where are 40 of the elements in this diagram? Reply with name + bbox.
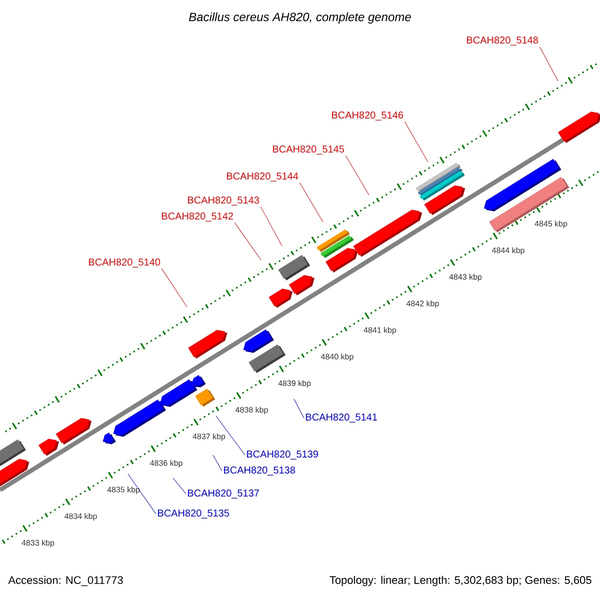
gene-label: BCAH820_5137 xyxy=(188,490,259,498)
gene-label: BCAH820_5135 xyxy=(158,510,230,518)
gene-label: BCAH820_5138 xyxy=(224,466,296,476)
scale-label: 4838 kbp xyxy=(235,406,268,414)
scale-label: 4845 kbp xyxy=(534,220,568,228)
scale-label: 4840 kbp xyxy=(320,354,354,362)
gene-label: BCAH820_5144 xyxy=(227,172,298,182)
leader-line xyxy=(345,155,370,196)
leader-line xyxy=(299,182,324,222)
gene-label: BCAH820_5143 xyxy=(188,196,260,206)
gene-label: BCAH820_5142 xyxy=(162,212,233,222)
leader-line xyxy=(161,268,188,308)
scale-label: 4841 kbp xyxy=(364,327,396,334)
gene-label: BCAH820_5146 xyxy=(332,112,404,120)
leader-line xyxy=(234,222,262,260)
gene-label: BCAH820_5145 xyxy=(273,146,344,154)
leader-line xyxy=(260,206,282,246)
leader-line xyxy=(216,416,246,456)
scale-label: 4836 kbp xyxy=(150,460,182,468)
title: Bacillus cereus AH820, complete genome xyxy=(188,12,411,24)
gene-label: BCAH820_5148 xyxy=(467,36,538,46)
gene-label: BCAH820_5141 xyxy=(306,414,377,422)
leader-line xyxy=(404,121,428,162)
footer-text: Topology: linear; Length: 5,302,683 bp; Genes: 5,605 xyxy=(330,576,592,586)
scale-label: 4837 kbp xyxy=(192,433,226,441)
scale-label: 4835 kbp xyxy=(107,486,140,494)
leader-line xyxy=(128,474,156,514)
leader-line xyxy=(212,454,222,472)
scale-label: 4843 kbp xyxy=(449,274,482,282)
footer-text: Accession: NC_011773 xyxy=(8,576,123,586)
leader-line xyxy=(294,398,304,418)
scale-label: 4844 kbp xyxy=(492,247,524,255)
gene-label: BCAH820_5140 xyxy=(89,258,160,268)
scale-label: 4842 kbp xyxy=(406,300,439,308)
scale-label: 4834 kbp xyxy=(64,513,97,521)
leader-line xyxy=(539,46,558,82)
scale-label: 4839 kbp xyxy=(278,380,311,388)
leader-line xyxy=(172,478,186,494)
gene-label: BCAH820_5139 xyxy=(247,450,318,460)
scale-label: 4833 kbp xyxy=(22,540,54,548)
